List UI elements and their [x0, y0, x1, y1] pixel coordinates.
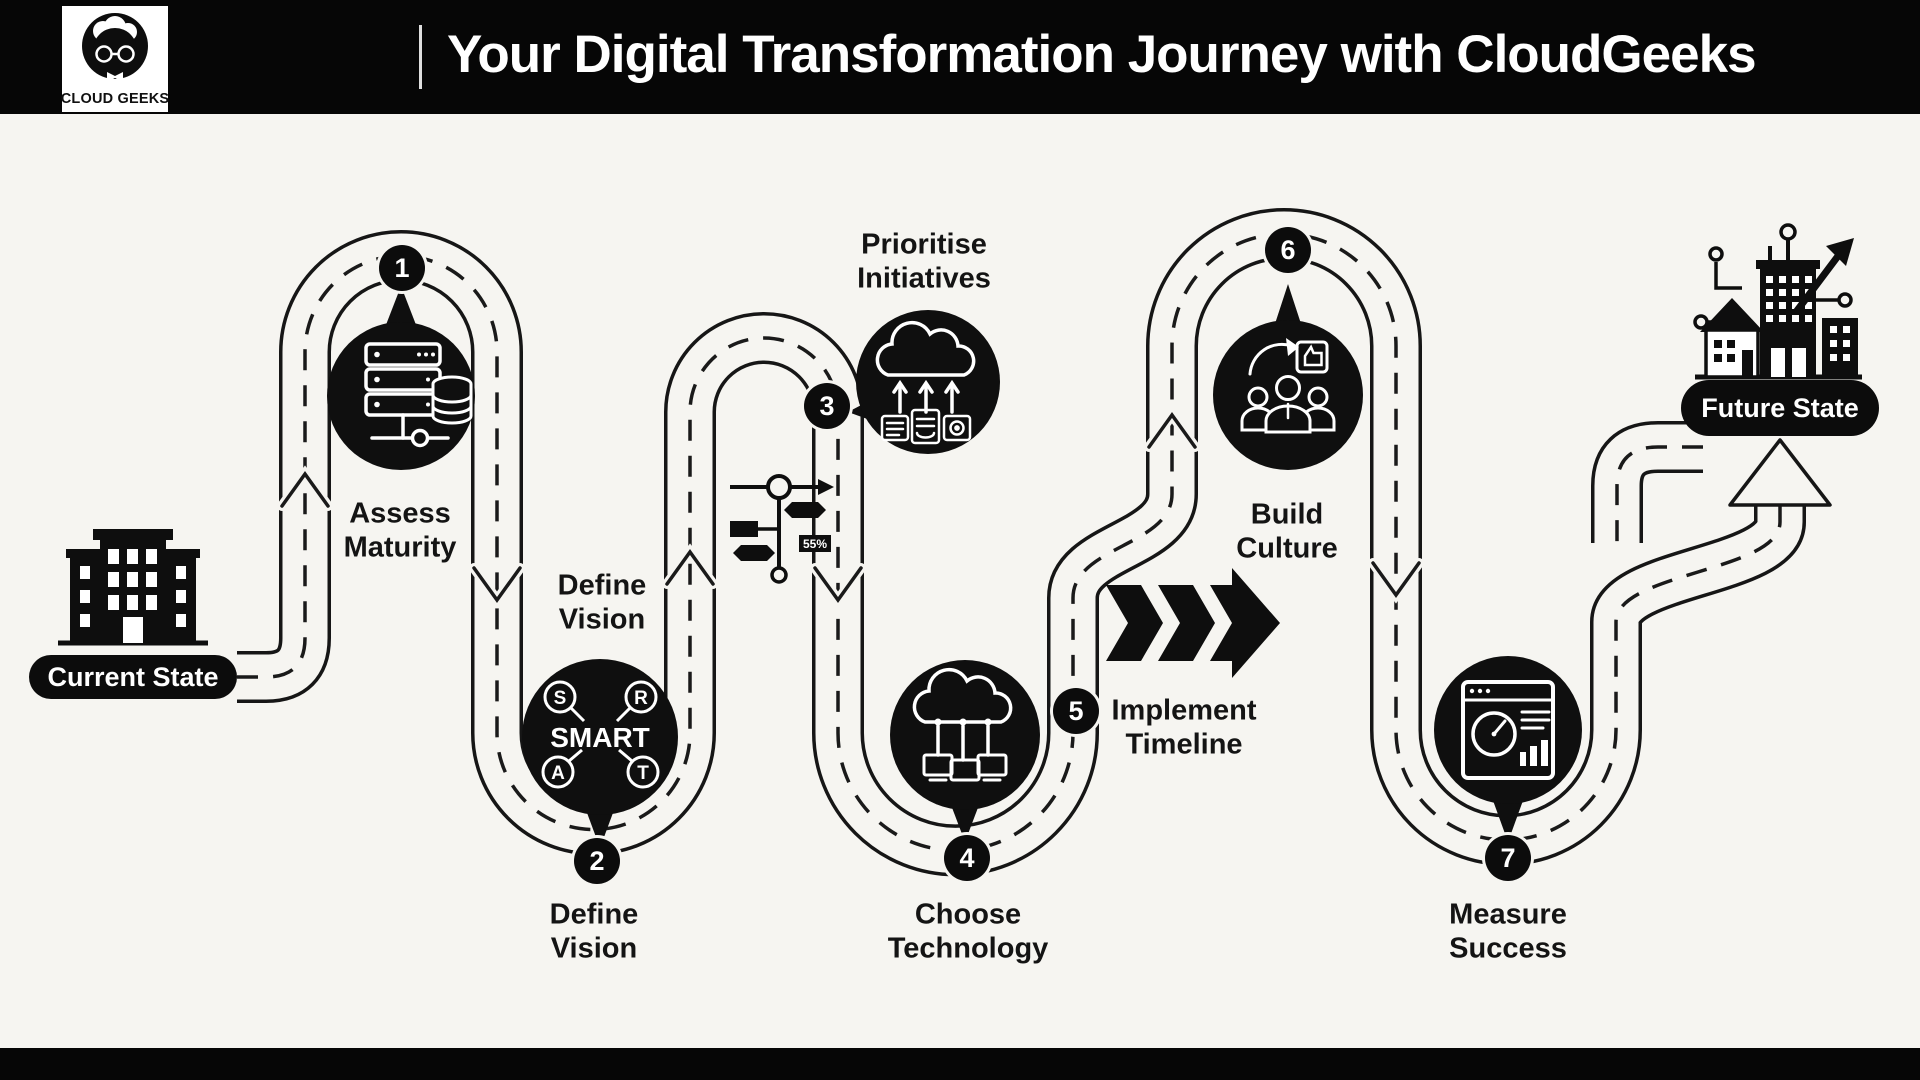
timeline-badge-label: 55% — [803, 537, 827, 551]
smart-city-growth-icon — [1693, 223, 1862, 380]
step-3-label: Prioritise Initiatives — [857, 228, 991, 294]
smart-center-label: SMART — [550, 722, 650, 753]
header-divider — [419, 25, 422, 89]
step-2-badge: 2 — [574, 838, 620, 884]
triple-chevron-arrow-icon — [1106, 568, 1280, 678]
step-4-label: Choose Technology — [887, 898, 1049, 964]
big-up-arrow-icon — [1728, 438, 1832, 507]
smart-letter-a: A — [551, 763, 565, 784]
gantt-timeline-icon: 55% — [730, 474, 834, 584]
step-7-badge: 7 — [1485, 835, 1531, 881]
step-1-label: Assess Maturity — [343, 497, 457, 563]
step-2-upper-label: Define Vision — [557, 569, 647, 635]
smart-letter-s: S — [554, 688, 567, 709]
logo-card: CLOUD GEEKS — [60, 6, 170, 112]
cloud-network-icon — [912, 667, 1013, 782]
server-assessment-icon — [364, 342, 473, 448]
smart-goals-icon — [541, 680, 660, 789]
future-state-pill: Future State — [1681, 380, 1879, 436]
team-culture-icon — [1240, 338, 1336, 434]
step-2-label: Define Vision — [549, 898, 639, 964]
current-state-pill: Current State — [29, 655, 237, 699]
step-3-node — [848, 310, 1000, 454]
step-5-label: Implement Timeline — [1111, 694, 1257, 760]
step-1-badge: 1 — [379, 245, 425, 291]
header-bar: CLOUD GEEKS Your Digital Transformation … — [0, 0, 1920, 114]
cloud-migration-icon — [875, 320, 976, 445]
step-7-label: Measure Success — [1449, 898, 1567, 964]
step-4-node — [890, 660, 1040, 842]
office-building-icon — [58, 529, 208, 646]
smart-letter-t: T — [637, 763, 649, 784]
step-3-badge: 3 — [804, 383, 850, 429]
step-6-badge: 6 — [1265, 227, 1311, 273]
step-7-node — [1434, 656, 1582, 842]
step-6-label: Build Culture — [1236, 498, 1338, 564]
step-1-node — [327, 286, 475, 470]
step-5-badge: 5 — [1053, 688, 1099, 734]
road-stub-future — [1591, 421, 1703, 543]
page-title: Your Digital Transformation Journey with… — [447, 25, 1757, 85]
footer-bar — [0, 1048, 1920, 1080]
lane-chevron-icons — [277, 406, 1424, 609]
cloud-geeks-face-icon — [82, 13, 148, 82]
dashboard-metrics-icon — [1461, 680, 1555, 780]
step-2-node: SMART S R A T — [522, 659, 678, 848]
logo-wordmark: CLOUD GEEKS — [60, 91, 170, 107]
step-4-badge: 4 — [944, 835, 990, 881]
step-6-node — [1213, 284, 1363, 470]
journey-road — [237, 208, 1832, 877]
smart-letter-r: R — [634, 688, 648, 709]
